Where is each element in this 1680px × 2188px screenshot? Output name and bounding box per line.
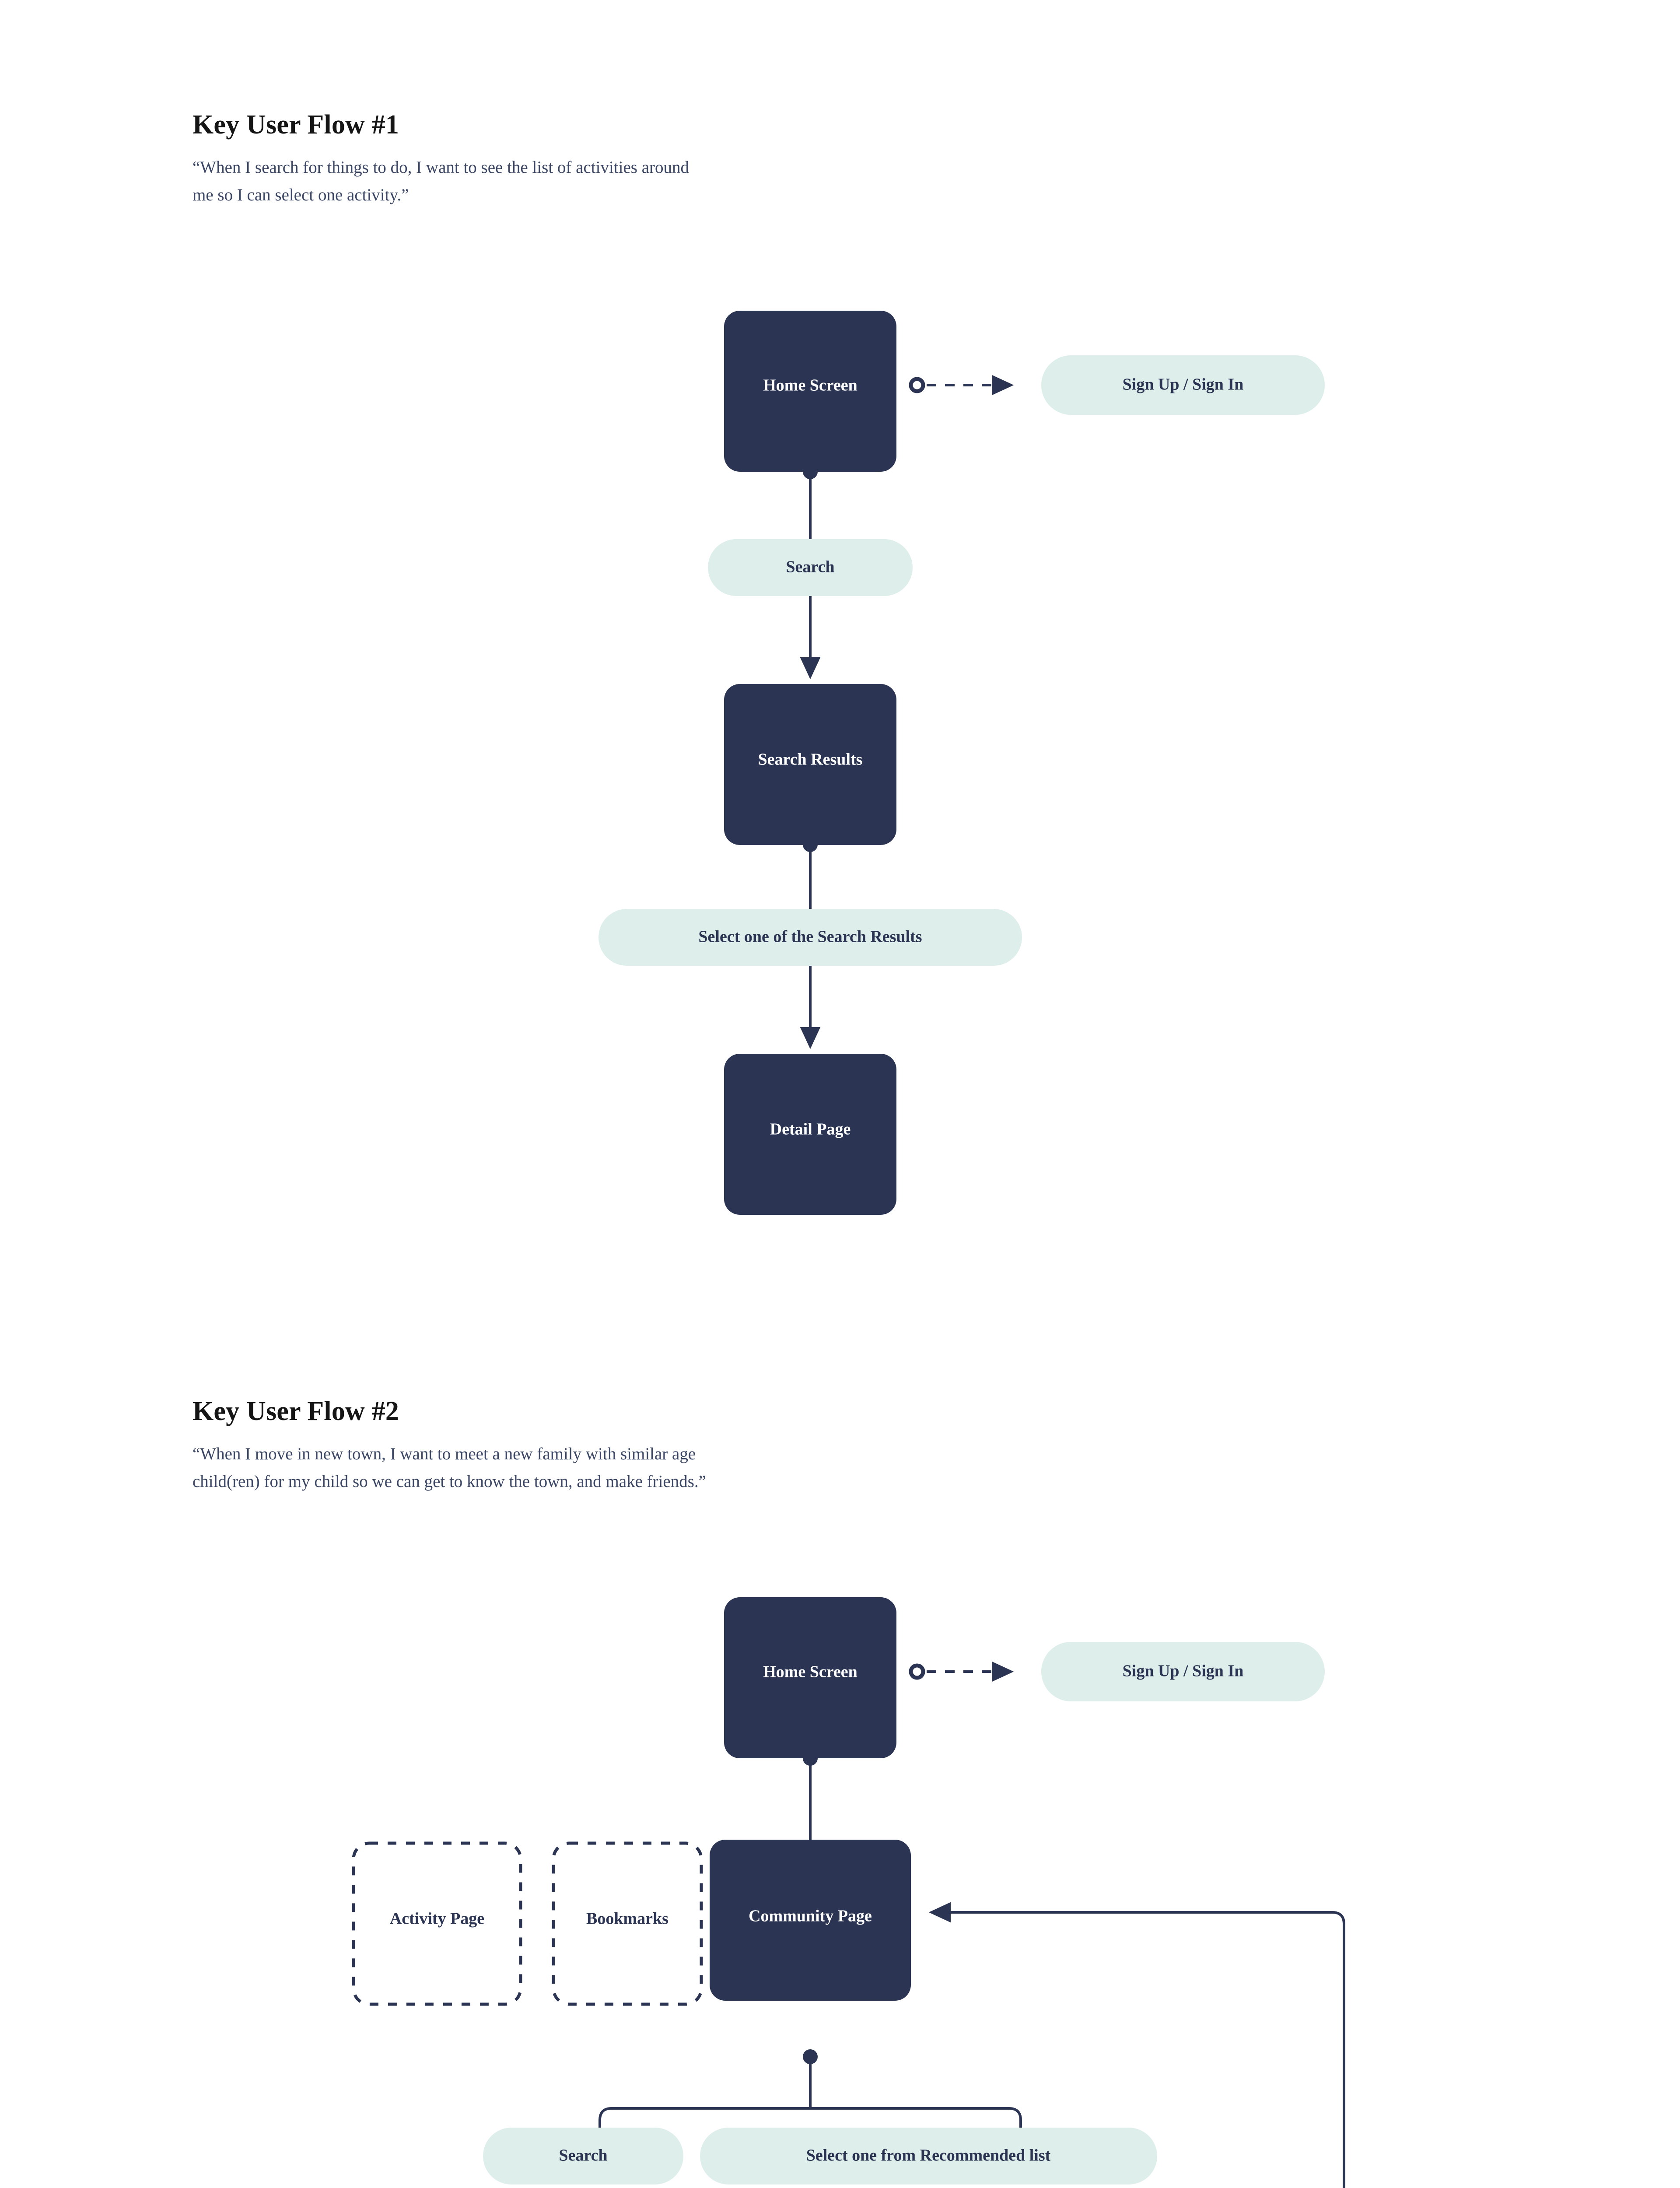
node-search[interactable]: Search [483, 2128, 683, 2184]
node-search-results[interactable]: Search Results [724, 684, 896, 845]
node-sign-up-sign-in[interactable]: Sign Up / Sign In [1041, 1642, 1325, 1701]
flow-2-quote-line-1: “When I move in new town, I want to meet… [192, 1445, 696, 1463]
flow-2-connectors [589, 1661, 1345, 2188]
flow-2-quote-line-2: child(ren) for my child so we can get to… [192, 1472, 706, 1491]
node-select-one-of-search-results[interactable]: Select one of the Search Results [598, 909, 1022, 966]
node-bookmarks[interactable]: Bookmarks [552, 1841, 703, 2006]
flow-2-title: Key User Flow #2 [192, 1396, 399, 1426]
flow-1-header: Key User Flow #1 “When I search for thin… [192, 109, 689, 209]
node-home-screen[interactable]: Home Screen [724, 1597, 896, 1758]
node-home-screen-label: Home Screen [763, 376, 858, 395]
flow-2-header: Key User Flow #2 “When I move in new tow… [192, 1396, 706, 1495]
flow-1-title: Key User Flow #1 [192, 110, 399, 140]
node-detail-page[interactable]: Detail Page [724, 1054, 896, 1215]
node-search[interactable]: Search [708, 539, 913, 596]
node-community-page-label: Community Page [749, 1907, 872, 1925]
node-search-label: Search [559, 2146, 607, 2165]
node-select-one-of-search-results-label: Select one of the Search Results [698, 928, 922, 946]
node-sign-up-sign-in[interactable]: Sign Up / Sign In [1041, 355, 1325, 415]
flow-1-quote-line-2: me so I can select one activity.” [192, 186, 409, 205]
node-home-screen-label: Home Screen [763, 1663, 858, 1681]
flow-1-nodes: Home Screen Sign Up / Sign In Search Sea… [598, 311, 1325, 1215]
flow-2-quote: “When I move in new town, I want to meet… [192, 1440, 706, 1495]
node-select-one-from-recommended-list[interactable]: Select one from Recommended list [700, 2128, 1157, 2184]
edge-home-to-signup [909, 375, 1014, 396]
node-select-one-from-recommended-list-label: Select one from Recommended list [806, 2146, 1051, 2165]
node-sign-up-sign-in-label: Sign Up / Sign In [1123, 375, 1244, 394]
flow-1-quote-line-1: “When I search for things to do, I want … [192, 158, 689, 177]
edge-startover-to-community-loop [928, 1902, 1345, 2188]
node-community-page[interactable]: Community Page [710, 1840, 911, 2001]
node-detail-page-label: Detail Page [770, 1120, 851, 1139]
node-search-label: Search [786, 558, 834, 576]
flow-2-nodes: Home Screen Sign Up / Sign In Activity P… [352, 1597, 1325, 2184]
node-home-screen[interactable]: Home Screen [724, 311, 896, 472]
node-activity-page-label: Activity Page [390, 1910, 484, 1928]
flow-1-canvas: Home Screen Sign Up / Sign In Search Sea… [598, 311, 1325, 1215]
node-search-results-label: Search Results [758, 750, 863, 769]
node-sign-up-sign-in-label: Sign Up / Sign In [1123, 1662, 1244, 1680]
node-activity-page[interactable]: Activity Page [352, 1841, 522, 2006]
node-bookmarks-label: Bookmarks [586, 1910, 668, 1928]
flow-1-quote: “When I search for things to do, I want … [192, 154, 689, 209]
edge-home-to-signup [909, 1661, 1014, 1682]
